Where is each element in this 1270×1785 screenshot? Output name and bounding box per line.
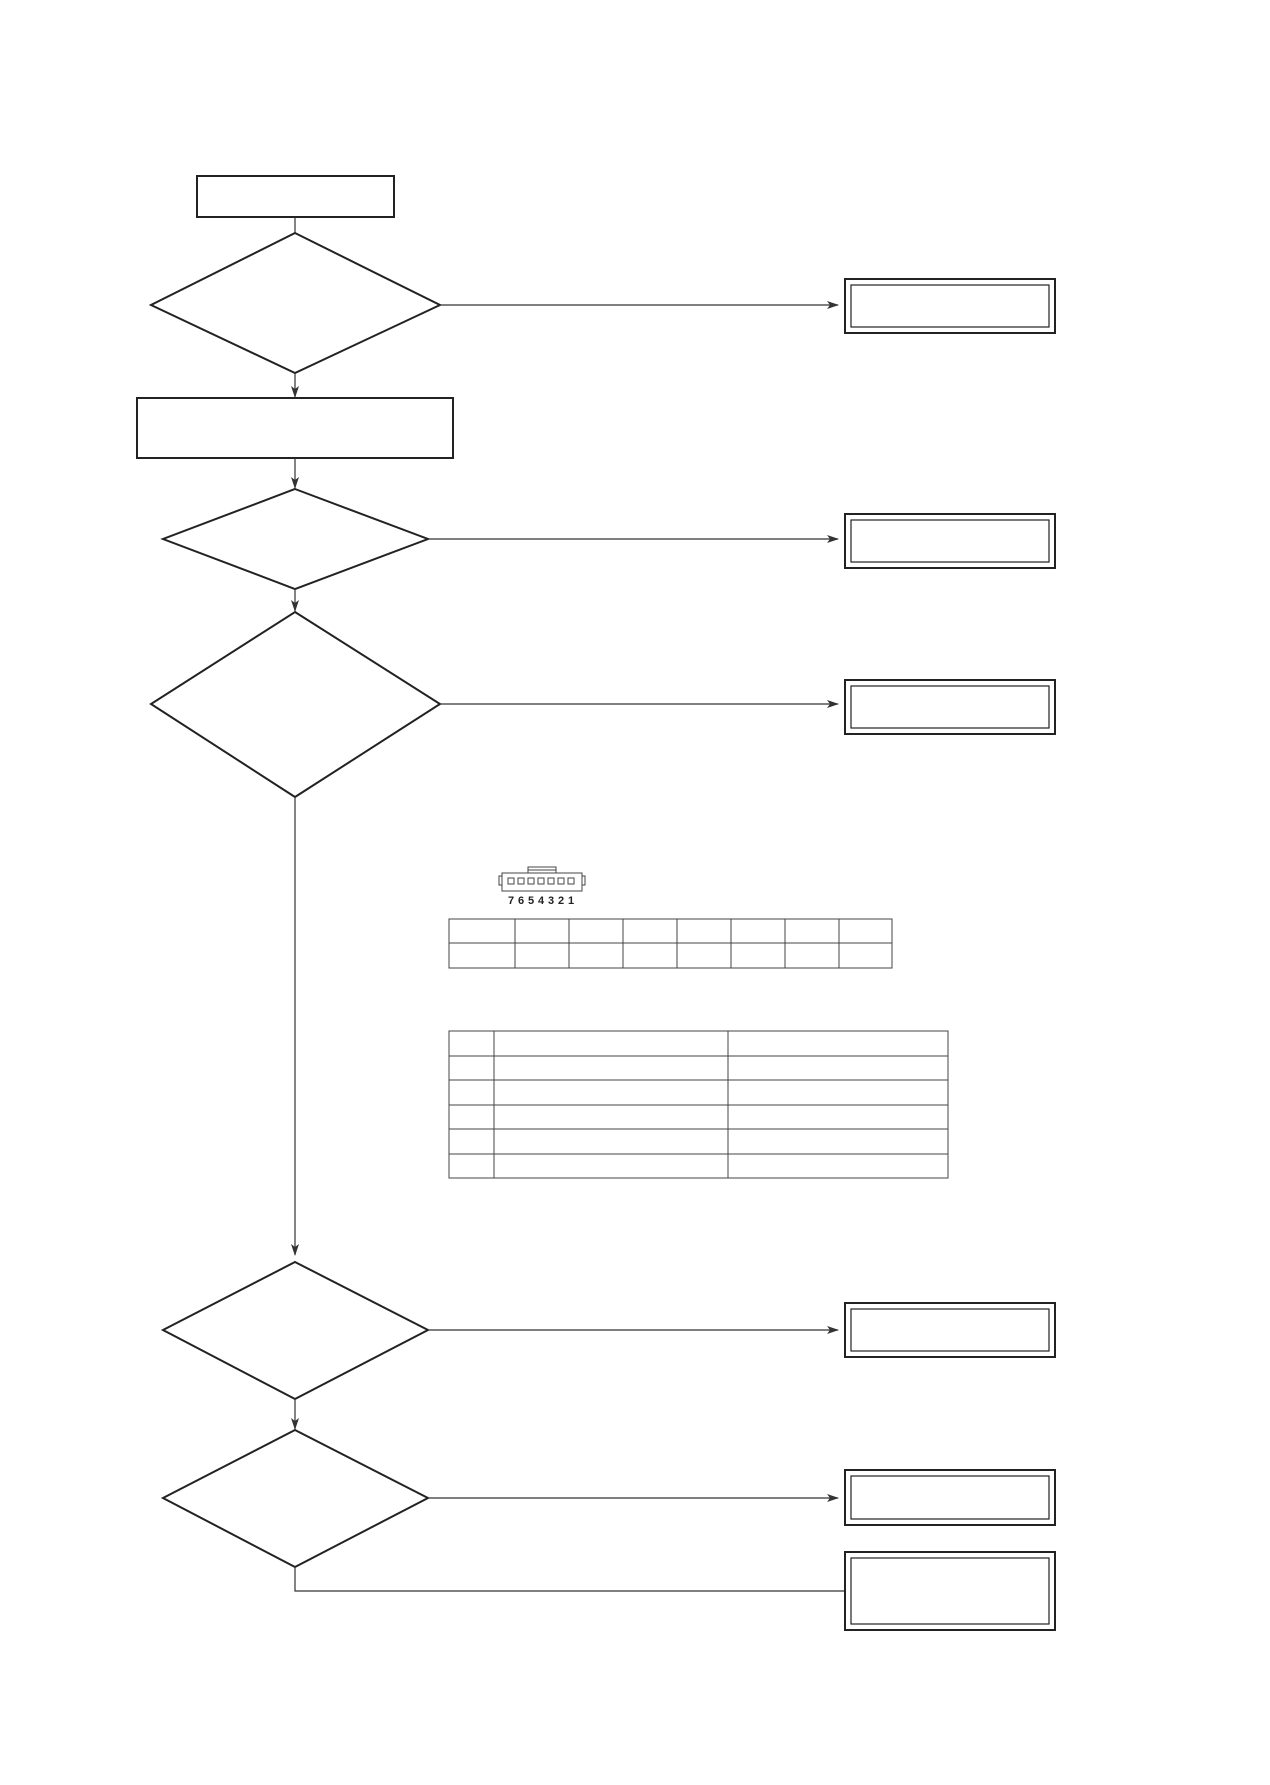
- connector-pin-label-4: 4: [538, 895, 545, 907]
- connector-side-right: [581, 875, 586, 886]
- result-box-4: [844, 1302, 1056, 1358]
- connector-pin-label-1: 1: [568, 895, 574, 907]
- decision-diamond-4: [160, 1260, 431, 1401]
- connector-pin-3: [547, 877, 555, 885]
- connector-pin-label-2: 2: [558, 895, 564, 907]
- connector-pin-4: [537, 877, 545, 885]
- start-box: [196, 175, 395, 218]
- decision-diamond-2: [160, 487, 431, 591]
- decision-diamond-5: [160, 1428, 431, 1569]
- decision-diamond-3: [149, 610, 442, 799]
- connector-pin-5: [527, 877, 535, 885]
- connector-pin-2: [557, 877, 565, 885]
- connector-side-left: [498, 875, 503, 886]
- connector-pin-1: [567, 877, 575, 885]
- result-box-6: [844, 1551, 1056, 1631]
- connector-pin-label-6: 6: [518, 895, 524, 907]
- process-box: [136, 397, 454, 459]
- result-box-5: [844, 1469, 1056, 1526]
- connector-pin-6: [517, 877, 525, 885]
- pin-voltage-table: [448, 918, 893, 969]
- connector-pin-7: [507, 877, 515, 885]
- result-box-2: [844, 513, 1056, 569]
- connector-pin-label-3: 3: [548, 895, 554, 907]
- connector-pin-label-5: 5: [528, 895, 534, 907]
- reference-table: [448, 1030, 949, 1179]
- connector-decision-5-to-result-6: [294, 1567, 845, 1592]
- result-box-1: [844, 278, 1056, 334]
- connector-illustration: 7 6 5 4 3 2 1: [498, 866, 586, 907]
- connector-pin-label-7: 7: [508, 895, 514, 907]
- decision-diamond-1: [148, 231, 443, 375]
- result-box-3: [844, 679, 1056, 735]
